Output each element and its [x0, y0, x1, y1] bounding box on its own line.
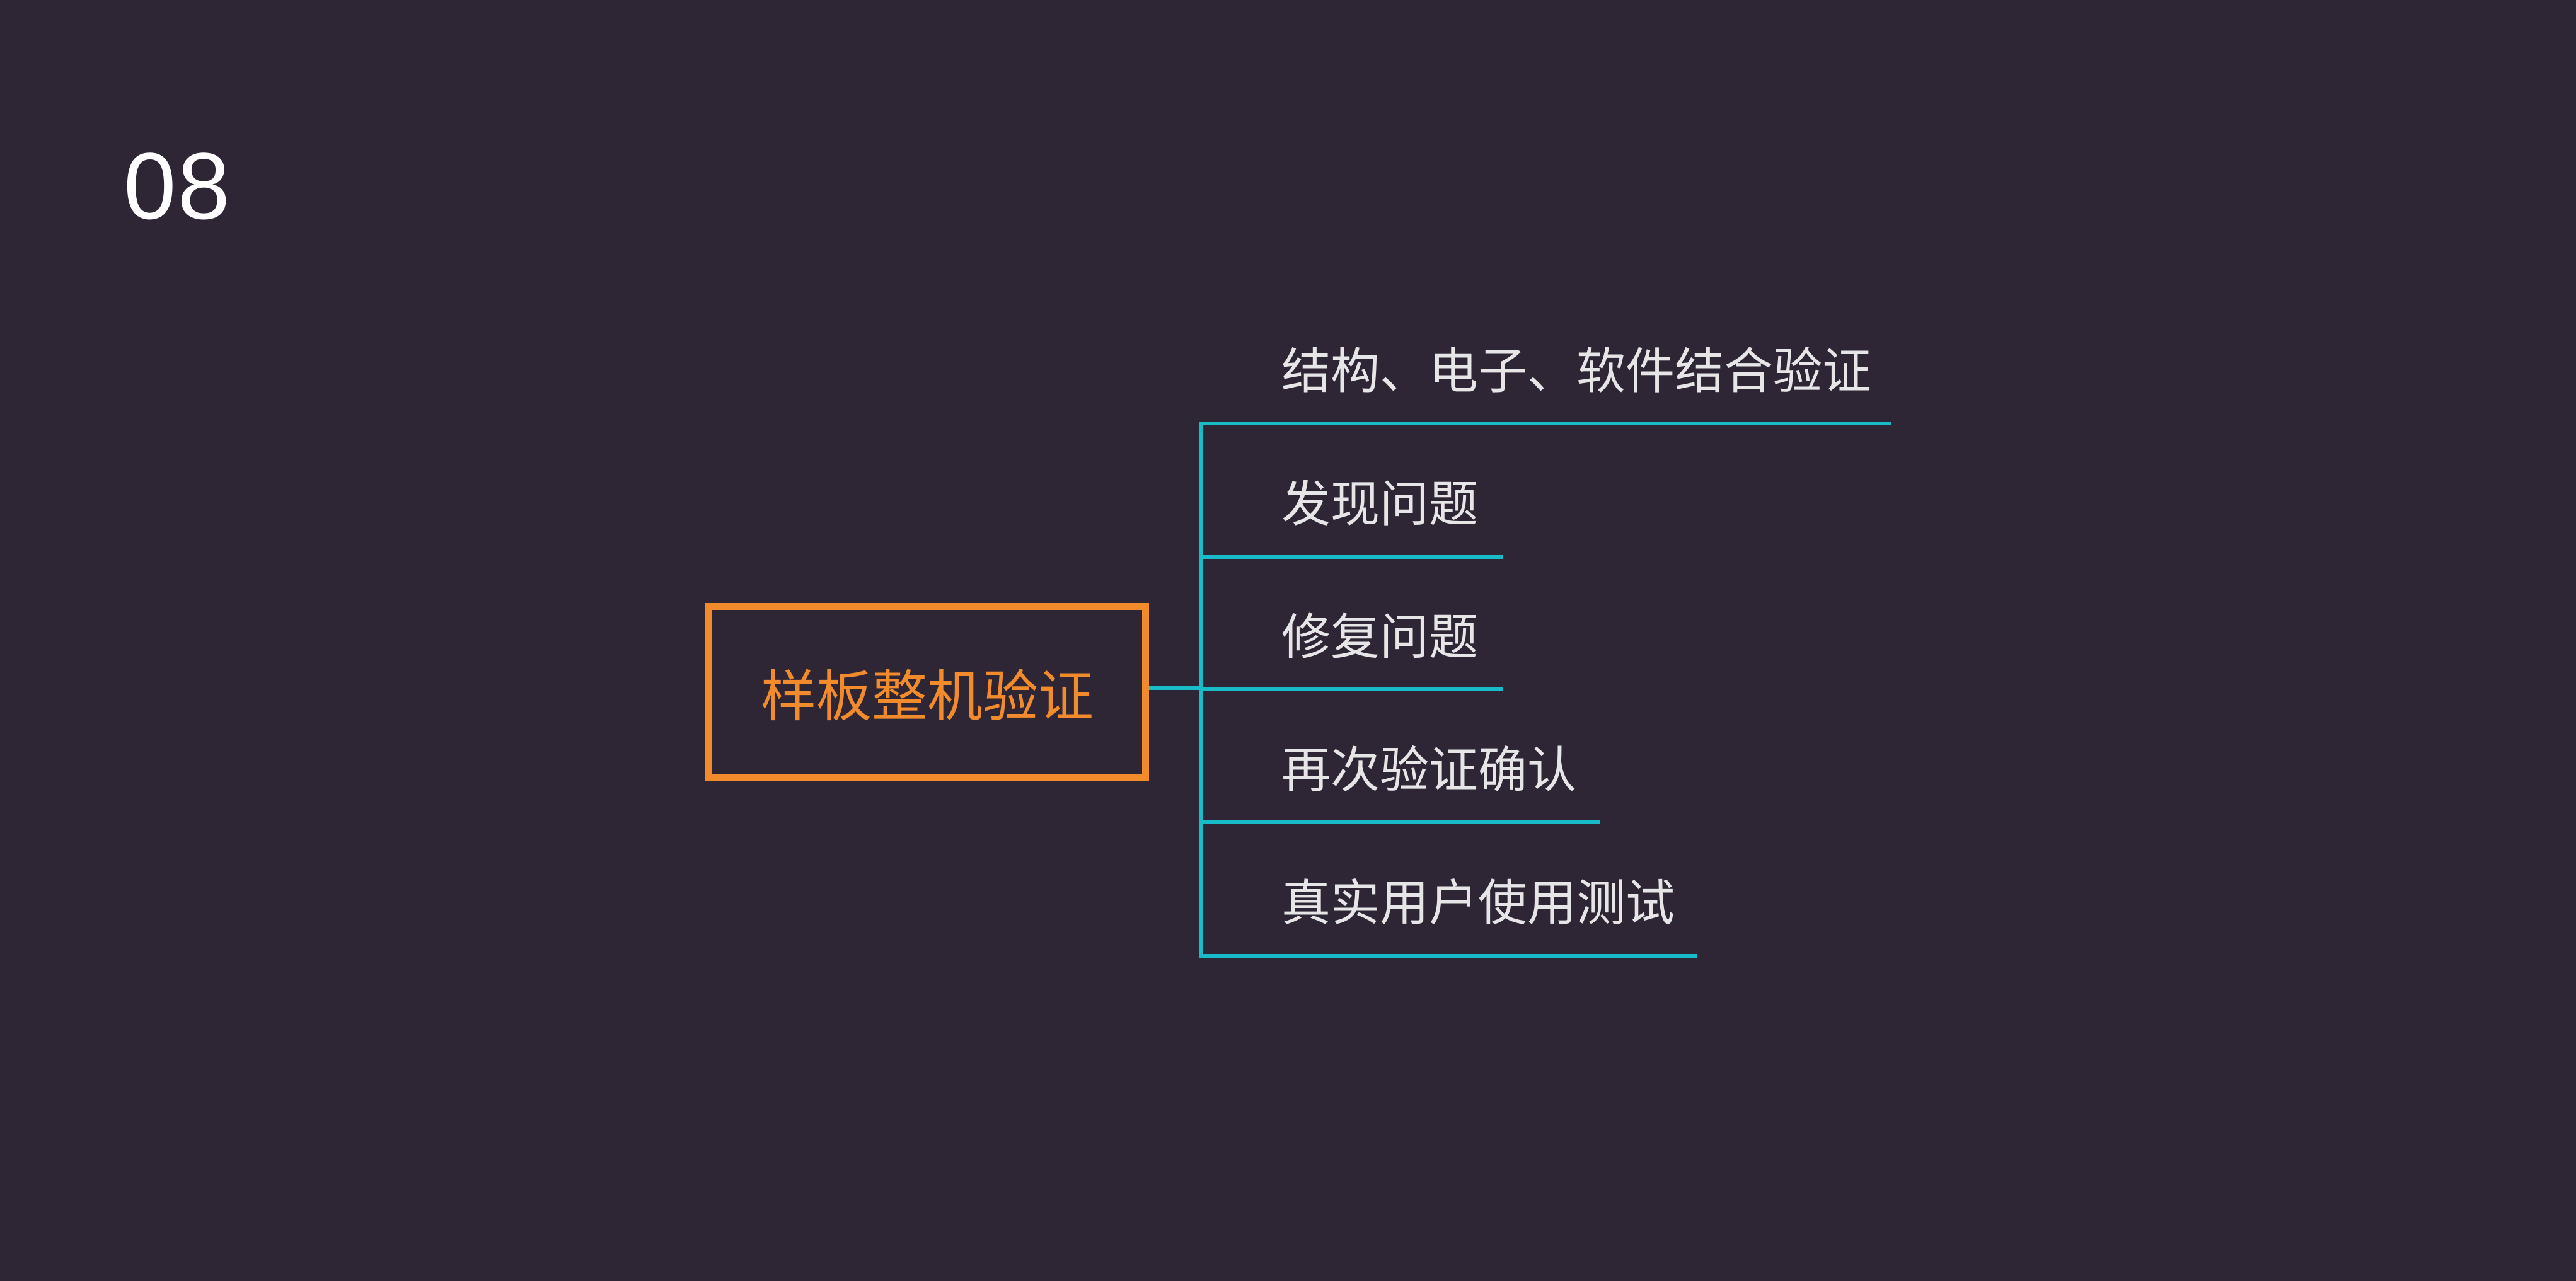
branch-underline-5 — [1199, 954, 1697, 958]
root-node-label: 样板整机验证 — [760, 664, 1094, 729]
branch-label-1: 结构、电子、软件结合验证 — [1281, 343, 1872, 400]
root-node: 样板整机验证 — [705, 603, 1149, 781]
branch-label-2: 发现问题 — [1281, 476, 1479, 533]
branch-underline-3 — [1199, 687, 1503, 691]
branch-label-5: 真实用户使用测试 — [1281, 875, 1675, 932]
branch-label-3: 修复问题 — [1281, 609, 1479, 666]
branch-underline-1 — [1199, 422, 1891, 425]
branch-label-4: 再次验证确认 — [1281, 742, 1577, 799]
branch-underline-2 — [1199, 555, 1503, 559]
root-connector-line — [1149, 686, 1201, 690]
slide-number: 08 — [124, 133, 231, 239]
branch-underline-4 — [1199, 820, 1600, 824]
